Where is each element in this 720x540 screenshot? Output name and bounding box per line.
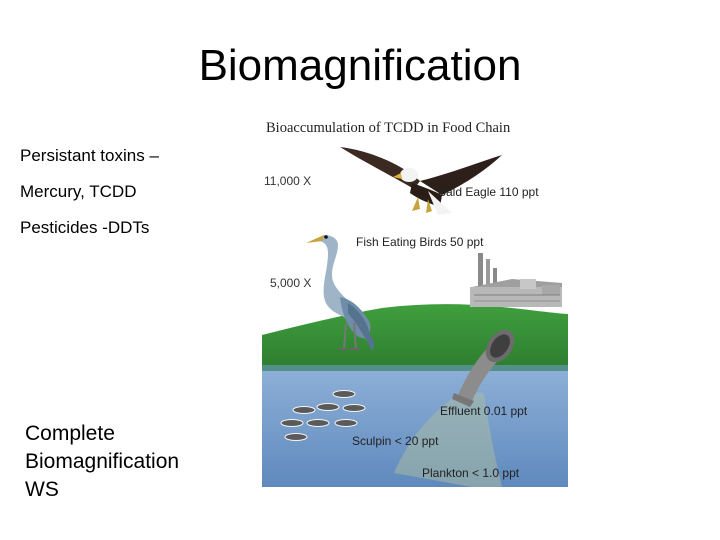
label-bald-eagle: Bald Eagle 110 ppt bbox=[438, 185, 539, 199]
fish-school-icon bbox=[280, 390, 366, 441]
factor-mid: 5,000 X bbox=[270, 276, 311, 290]
food-chain-diagram: Bioaccumulation of TCDD in Food Chain 11… bbox=[262, 103, 568, 487]
heron-icon bbox=[306, 235, 375, 351]
shoreline bbox=[262, 365, 568, 371]
food-chain-illustration: Bioaccumulation of TCDD in Food Chain 11… bbox=[262, 103, 568, 487]
note-line-3: WS bbox=[25, 478, 59, 501]
factory-icon bbox=[470, 253, 562, 307]
factor-top: 11,000 X bbox=[264, 174, 311, 188]
slide-title: Biomagnification bbox=[198, 41, 522, 90]
diagram-title: Bioaccumulation of TCDD in Food Chain bbox=[266, 120, 511, 136]
label-effluent: Effluent 0.01 ppt bbox=[440, 404, 528, 418]
label-sculpin: Sculpin < 20 ppt bbox=[352, 434, 439, 448]
label-plankton: Plankton < 1.0 ppt bbox=[422, 466, 520, 480]
bullet-persistant-toxins: Persistant toxins – bbox=[20, 146, 159, 165]
bullet-pesticides: Pesticides -DDTs bbox=[20, 218, 150, 237]
bald-eagle-icon bbox=[340, 147, 502, 215]
effluent-plume bbox=[394, 391, 502, 487]
worksheet-note: Complete Biomagnification WS bbox=[25, 420, 179, 504]
note-line-1: Complete bbox=[25, 422, 115, 445]
effluent-pipe-icon bbox=[452, 329, 515, 407]
bullet-mercury-tcdd: Mercury, TCDD bbox=[20, 182, 137, 201]
note-line-2: Biomagnification bbox=[25, 450, 180, 473]
label-fish-eating-birds: Fish Eating Birds 50 ppt bbox=[356, 235, 484, 249]
